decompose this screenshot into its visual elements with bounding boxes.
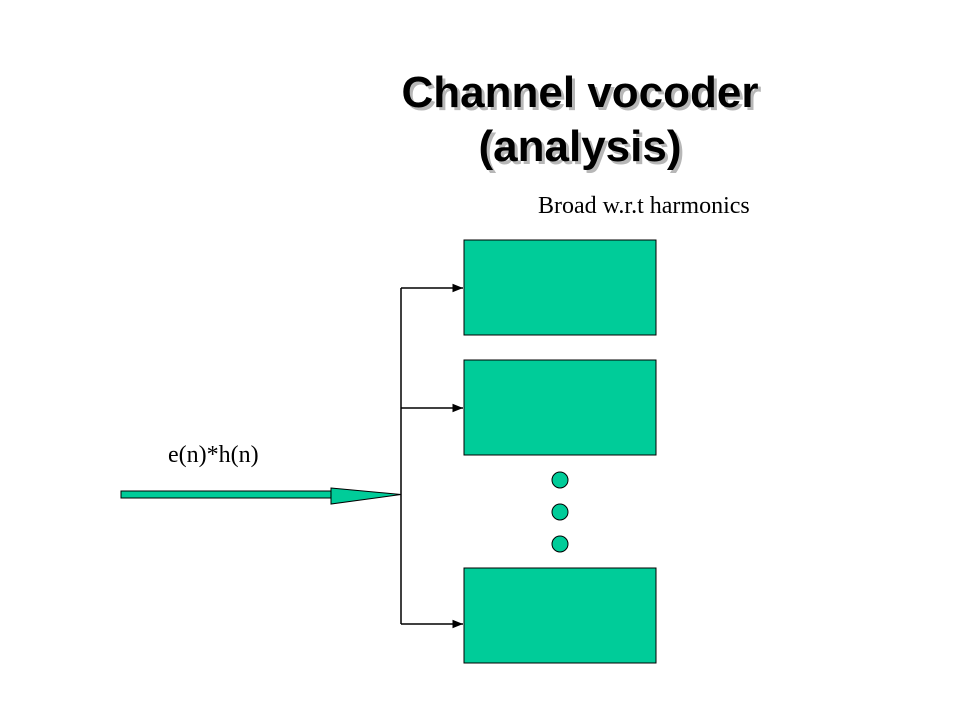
filter-box-2 [463, 359, 657, 456]
ellipsis-dot-3 [551, 535, 569, 553]
filter-box-3 [463, 567, 657, 664]
title-line-2: (analysis) [478, 122, 682, 171]
input-signal-label: e(n)*h(n) [168, 442, 259, 468]
slide-title: Channel vocoder (analysis) [240, 66, 920, 174]
ellipsis-dot-1 [551, 471, 569, 489]
title-line-1: Channel vocoder [401, 68, 759, 117]
filter-bandwidth-note: Broad w.r.t harmonics [538, 193, 750, 219]
filter-box-1 [463, 239, 657, 336]
input-signal-arrow [120, 487, 402, 505]
ellipsis-dot-2 [551, 503, 569, 521]
